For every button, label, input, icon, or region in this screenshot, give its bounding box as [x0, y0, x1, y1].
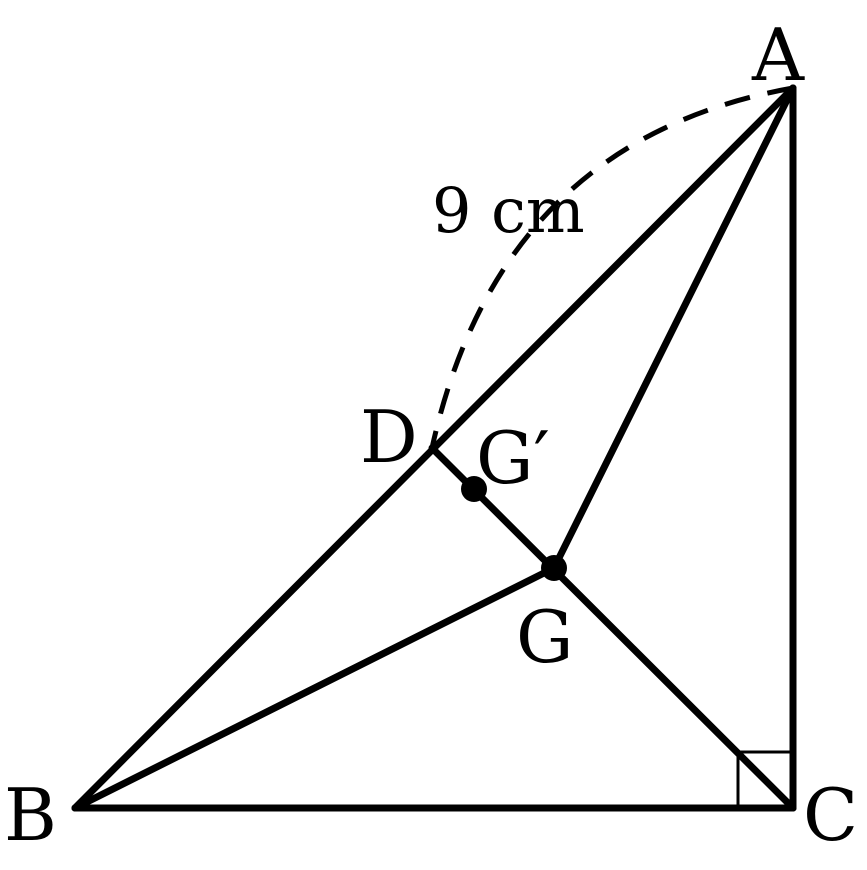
segment-bg: [71, 564, 558, 812]
dashed-arc-a-d: [429, 85, 794, 449]
point-g: [541, 555, 567, 581]
measurement-label: 9 cm: [432, 174, 585, 247]
label-g: G: [516, 595, 574, 679]
segment-ag: [550, 84, 797, 572]
label-g-prime: G′: [476, 416, 550, 500]
label-c: C: [803, 773, 858, 857]
point-g-prime: [461, 476, 487, 502]
segment-dc: [428, 444, 797, 812]
label-d: D: [360, 395, 418, 479]
label-b: B: [4, 773, 57, 857]
label-a: A: [751, 13, 805, 97]
